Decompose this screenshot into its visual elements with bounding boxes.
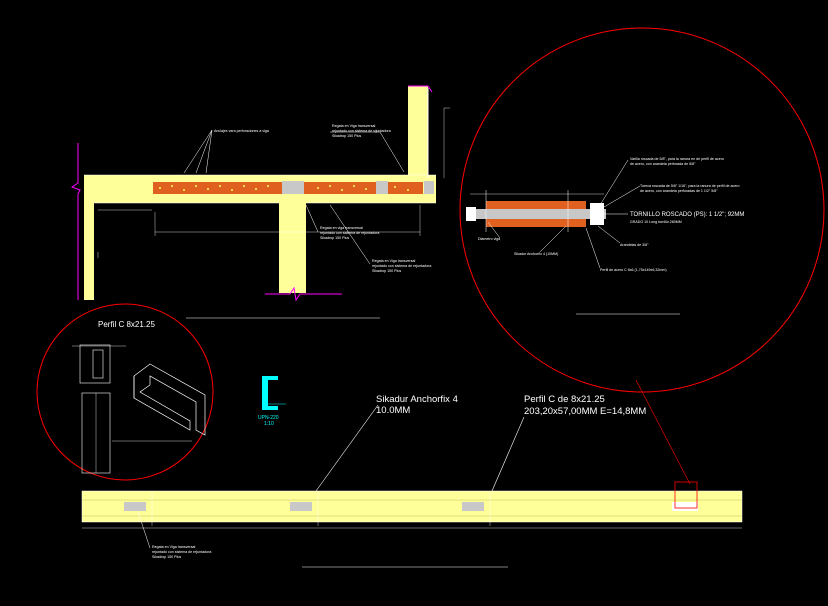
detail-circle-right bbox=[459, 27, 825, 393]
label-regata-mid-2: rejuntado con sistema de rejuntadora bbox=[320, 231, 379, 235]
break-mark-left bbox=[70, 143, 81, 300]
left-column bbox=[84, 193, 94, 300]
bolt-nut-right bbox=[590, 203, 604, 225]
label-perfil-c-2: 203,20x57,00MM E=14,8MM bbox=[524, 406, 646, 417]
label-regata-bottom-3: Sikadrop 150 Plus bbox=[152, 555, 181, 559]
label-upn: UPN-220 bbox=[258, 415, 279, 421]
label-perfil-c-circle: Perfil C 8x21.25 bbox=[98, 320, 155, 329]
detail-circle-left bbox=[36, 303, 214, 481]
steel-block-3 bbox=[424, 181, 434, 194]
label-upn-scale: 1:10 bbox=[264, 421, 274, 427]
label-tuerca-1: Tuerca roscada de 5/8" 1/16", para la ra… bbox=[640, 184, 740, 188]
label-anclajes: Anclajes vara perforaciones a viga bbox=[214, 129, 269, 133]
resin-dots bbox=[159, 185, 409, 191]
channel-iso bbox=[133, 363, 206, 436]
bolt-head-left bbox=[466, 207, 476, 221]
bolt-shank bbox=[476, 209, 606, 219]
label-perfil-acero: Perfil de acero C 8x6 (1,75x149x6,32mm) bbox=[600, 268, 667, 272]
label-regata-low-3: Sikadrop 150 Plus bbox=[372, 269, 401, 273]
label-regata-mid-1: Regata en viga transversal bbox=[320, 226, 363, 230]
label-varilla-2: de acero, con arandela perforada de 5/8" bbox=[630, 162, 696, 166]
label-sikadur-1: Sikadur Anchorfix 4 bbox=[376, 394, 458, 405]
long-beam: Regata en Viga transversal rejuntado con… bbox=[81, 379, 743, 568]
label-regata-bottom-1: Regata en Viga transversal bbox=[152, 545, 195, 549]
label-tuerca-2: de acero, con arandela perforadas de 1 1… bbox=[640, 189, 718, 193]
label-tornillo-1: TORNILLO ROSCADO (PS): 1 1/2"; 92MM bbox=[630, 212, 744, 218]
bolt-resin-top bbox=[486, 201, 586, 209]
right-wall bbox=[408, 86, 428, 178]
label-arandelas: Arandelas de 3/8" bbox=[620, 243, 649, 247]
label-perfil-c-1: Perfil C de 8x21.25 bbox=[524, 394, 605, 405]
label-regata-low-1: Regata en Viga transversal bbox=[372, 259, 415, 263]
label-sikadur-2: 10.0MM bbox=[376, 405, 410, 416]
label-regata-bottom-2: rejuntado con sistema de rejuntadora bbox=[152, 550, 211, 554]
section-view: Anclajes vara perforaciones a viga Regat… bbox=[70, 85, 450, 319]
label-sikadur-anchorfix: Sikadur Anchorfix 4 (10MM) bbox=[514, 252, 558, 256]
label-regata-low-2: rejuntado con sistema de rejuntadora bbox=[372, 264, 431, 268]
steel-block-2 bbox=[376, 181, 388, 194]
label-regata-top-2: rejuntado con sistema de sijuntadora bbox=[332, 129, 391, 133]
label-tornillo-2: GRADO 10 Long tornillo 280MM bbox=[630, 220, 682, 224]
steel-block-1 bbox=[282, 181, 304, 194]
label-regata-mid-3: Sikadrop 150 Plus bbox=[320, 236, 349, 240]
label-varilla-1: Varilla roscada de 5/8", para la ranura … bbox=[630, 157, 724, 161]
label-regata-top-1: Regata en Viga transversal bbox=[332, 124, 375, 128]
label-diametro-viga: Diametro viga bbox=[478, 237, 500, 241]
bolt-resin-bottom bbox=[486, 219, 586, 227]
upn-symbol: UPN-220 1:10 bbox=[258, 376, 286, 427]
break-mark-top bbox=[408, 85, 433, 93]
perfil-c-detail: Perfil C 8x21.25 bbox=[36, 303, 214, 481]
drop-beam bbox=[279, 203, 306, 293]
break-mark-bottom bbox=[265, 286, 342, 302]
long-beam-body bbox=[82, 491, 742, 522]
bolt-detail: Varilla roscada de 5/8", para la ranura … bbox=[459, 27, 825, 393]
label-regata-top-3: Sikadrop 150 Plus bbox=[332, 134, 361, 138]
